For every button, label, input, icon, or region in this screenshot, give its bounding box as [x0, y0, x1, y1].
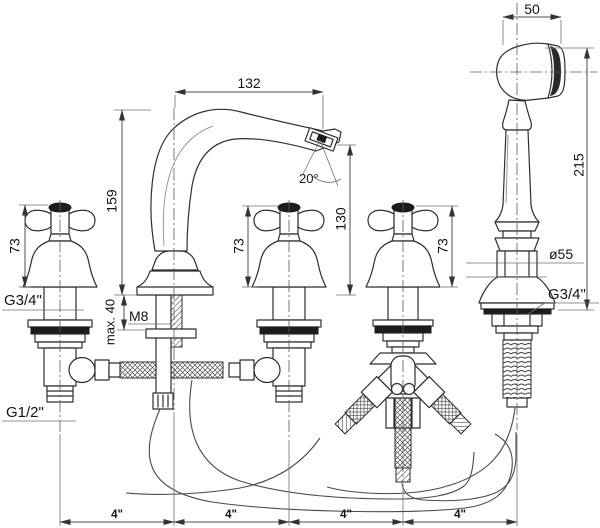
- flexible-hoses: [125, 379, 517, 513]
- dim-max-deck-thickness: max. 40: [102, 294, 147, 345]
- dim-label-outlet-height: 130: [333, 207, 349, 231]
- dim-label-shower-height: 215: [571, 153, 587, 177]
- dim-label-spray-angle: 20°: [299, 171, 319, 186]
- dim-hole-spacing: 4" 4" 4" 4": [59, 412, 518, 526]
- dim-supply-thread: G1/2": [2, 404, 76, 422]
- hand-shower-unit: [478, 42, 566, 408]
- dim-holder-base-diameter: ø55: [466, 246, 584, 278]
- dim-holder-thread: G3/4": [527, 286, 599, 315]
- dim-handle-height-cold: 73: [7, 204, 48, 288]
- dim-label-hole-spacing-4: 4": [454, 509, 466, 521]
- dim-label-max-deck-thickness: max. 40: [102, 299, 117, 345]
- dim-label-shower-head-width: 50: [524, 1, 540, 17]
- dim-label-holder-base-diameter: ø55: [549, 246, 573, 262]
- dim-spout-height: 159: [104, 109, 151, 296]
- dim-label-inlet-thread-cold: G3/4": [4, 292, 42, 309]
- dim-label-holder-thread: G3/4": [548, 286, 586, 303]
- dim-label-handle-height-cold: 73: [7, 238, 23, 254]
- dim-handle-height-diverter: 73: [416, 205, 458, 288]
- dim-label-supply-thread: G1/2": [6, 404, 44, 421]
- dim-label-hole-spacing-1: 4": [111, 509, 123, 521]
- dim-inlet-thread-cold: G3/4": [2, 292, 84, 311]
- dim-label-hole-spacing-3: 4": [340, 509, 352, 521]
- fixture-geometry: [22, 42, 566, 513]
- dim-handle-height-hot: 73: [231, 205, 279, 288]
- dim-label-fixing-stud-thread: M8: [129, 308, 149, 324]
- dim-label-spout-height: 159: [104, 189, 120, 213]
- dim-shower-height: 215: [545, 47, 594, 311]
- dim-label-spout-reach: 132: [237, 75, 261, 91]
- dim-label-hole-spacing-2: 4": [225, 509, 237, 521]
- dim-outlet-height: 130: [333, 144, 356, 296]
- dim-spout-reach: 132: [174, 75, 324, 129]
- dim-shower-head-width: 50: [502, 1, 562, 45]
- dim-fixing-stud-thread: M8: [128, 308, 170, 325]
- hot-valve-unit: [228, 202, 327, 403]
- dim-label-handle-height-hot: 73: [231, 238, 247, 254]
- dim-label-handle-height-diverter: 73: [435, 238, 451, 254]
- centerlines: [59, 3, 597, 482]
- dim-spray-angle: 20°: [299, 139, 342, 187]
